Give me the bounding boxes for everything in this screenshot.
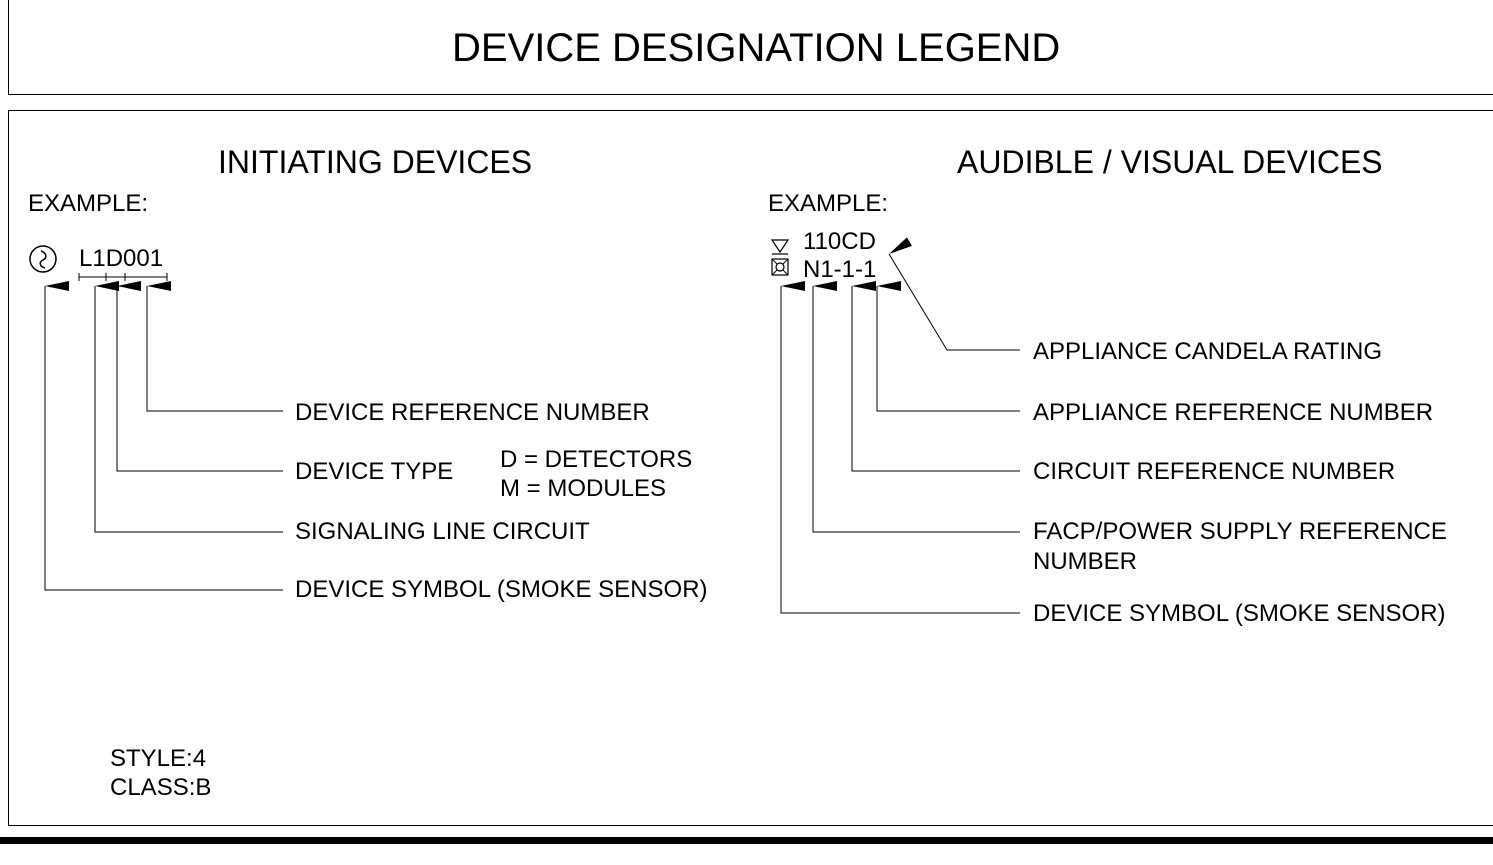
leader-av-device-symbol [780, 281, 1020, 614]
callout-device-reference: DEVICE REFERENCE NUMBER [295, 399, 650, 426]
callout-circuit-reference: CIRCUIT REFERENCE NUMBER [1033, 458, 1396, 485]
callout-facp-line1: FACP/POWER SUPPLY REFERENCE [1033, 518, 1447, 545]
device-type-modules: M = MODULES [500, 475, 667, 502]
callout-appliance-reference: APPLIANCE REFERENCE NUMBER [1033, 399, 1434, 426]
initiating-designation: L1D001 [79, 245, 164, 272]
av-designation: N1-1-1 [803, 256, 877, 283]
class-note: CLASS:B [110, 774, 212, 801]
triangle-icon [770, 239, 790, 255]
callout-av-device-symbol: DEVICE SYMBOL (SMOKE SENSOR) [1033, 600, 1446, 627]
callout-signaling-line-circuit: SIGNALING LINE CIRCUIT [295, 518, 590, 545]
av-example-label: EXAMPLE: [768, 190, 889, 217]
leader-device-symbol [44, 281, 283, 591]
av-candela: 110CD [803, 228, 876, 255]
title-frame [8, 0, 1493, 95]
leader-facp-reference [812, 281, 1020, 533]
leader-device-reference [146, 281, 283, 412]
leader-signaling-line-circuit [94, 281, 283, 533]
leader-appliance-reference [876, 281, 1020, 412]
initiating-heading: INITIATING DEVICES [218, 144, 533, 180]
leader-candela-rating [888, 237, 1020, 351]
bottom-border-bar [0, 837, 1493, 844]
device-type-detectors: D = DETECTORS [500, 446, 693, 473]
av-heading: AUDIBLE / VISUAL DEVICES [957, 144, 1383, 180]
callout-device-symbol: DEVICE SYMBOL (SMOKE SENSOR) [295, 576, 708, 603]
smoke-sensor-icon [29, 245, 57, 273]
style-note: STYLE:4 [110, 745, 207, 772]
designation-underline [78, 273, 168, 281]
callout-facp-line2: NUMBER [1033, 548, 1138, 575]
av-appliance-icon [771, 258, 789, 276]
page-title: DEVICE DESIGNATION LEGEND [452, 26, 1061, 70]
initiating-example-label: EXAMPLE: [28, 190, 149, 217]
callout-device-type: DEVICE TYPE [295, 458, 454, 485]
leader-device-type [116, 281, 283, 472]
callout-candela-rating: APPLIANCE CANDELA RATING [1033, 338, 1382, 365]
leader-circuit-reference [851, 281, 1020, 472]
legend-frame [8, 110, 1493, 826]
